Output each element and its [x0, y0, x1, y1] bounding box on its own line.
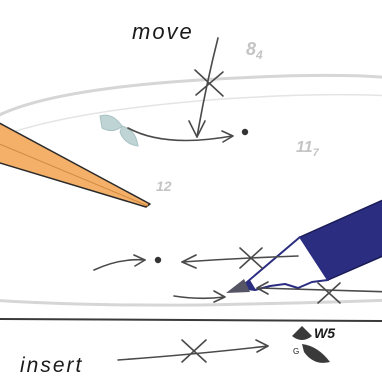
arrow-to-pencil [174, 291, 225, 302]
insert-label: insert [20, 354, 83, 377]
move-curve-arrow [128, 128, 248, 142]
piece-icon-bottom: W5 G [292, 325, 335, 363]
faint-ellipse-top-inner [0, 95, 382, 140]
target-dot-top [242, 129, 248, 135]
faint-ellipse-top [0, 75, 382, 120]
piece-sub: G [293, 347, 299, 356]
number-11: 117 [296, 139, 320, 159]
piece-code: W5 [314, 325, 335, 341]
number-8: 84 [246, 39, 263, 62]
target-dot-middle [155, 257, 161, 263]
crossed-insert-arrow [118, 340, 268, 362]
faint-line-bottom [0, 300, 382, 305]
pencil-icon [226, 196, 382, 293]
horizontal-divider [0, 319, 382, 321]
number-12: 12 [156, 178, 172, 194]
crossed-move-arrow [189, 38, 223, 137]
move-label: move [132, 19, 194, 44]
